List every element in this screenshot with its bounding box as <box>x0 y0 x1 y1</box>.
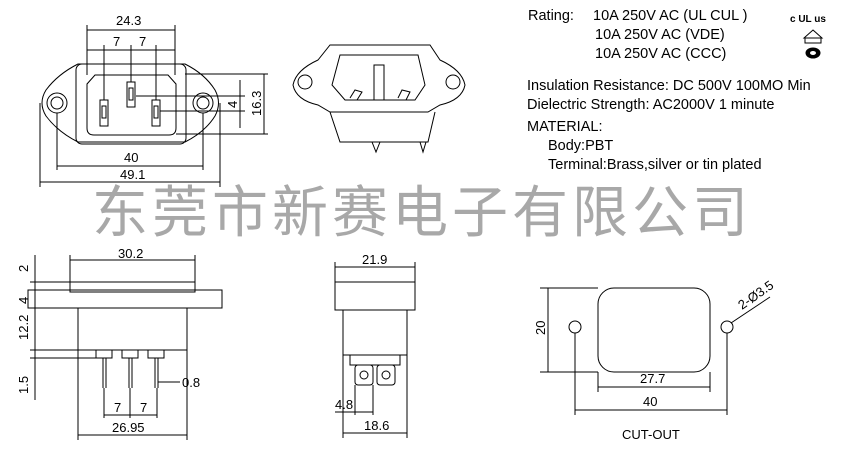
ccc-cert-icon <box>805 47 821 59</box>
dim-4-8: 4.8 <box>335 397 353 412</box>
dim-20: 20 <box>533 321 548 335</box>
dim-21-9: 21.9 <box>362 252 387 267</box>
dim-24-3: 24.3 <box>116 13 141 28</box>
material-terminal: Terminal:Brass,silver or tin plated <box>548 157 762 173</box>
vde-cert-icon <box>802 29 824 44</box>
dielectric-strength: Dielectric Strength: AC2000V 1 minute <box>527 97 775 113</box>
dim-26-95: 26.95 <box>112 420 145 435</box>
dim-40: 40 <box>124 150 138 165</box>
front-view <box>39 25 268 187</box>
rating-ccc: 10A 250V AC (CCC) <box>595 46 727 62</box>
cutout-view <box>540 287 771 415</box>
end-view <box>334 262 416 438</box>
side-view <box>27 255 223 440</box>
dim-2: 2 <box>16 265 31 272</box>
dim-40-cutout: 40 <box>643 394 657 409</box>
watermark: 东莞市新赛电子有限公司 <box>92 181 752 246</box>
dim-holes: 2-Ø3.5 <box>735 277 776 312</box>
dim-30-2: 30.2 <box>118 246 143 261</box>
rating-vde: 10A 250V AC (VDE) <box>595 27 725 43</box>
isometric-view <box>292 44 466 154</box>
rating-label: Rating: <box>528 8 574 24</box>
dim-12-2: 12.2 <box>16 315 31 340</box>
dim-16-3: 16.3 <box>249 91 264 116</box>
dim-7b: 7 <box>139 34 146 49</box>
dim-4: 4 <box>225 101 240 108</box>
material-label: MATERIAL: <box>527 119 603 135</box>
material-body: Body:PBT <box>548 138 614 154</box>
dim-27-7: 27.7 <box>640 371 665 386</box>
dim-7c: 7 <box>114 400 121 415</box>
dim-18-6: 18.6 <box>364 418 389 433</box>
dim-4-side: 4 <box>16 297 31 304</box>
cutout-label: CUT-OUT <box>622 427 680 442</box>
rating-ul: 10A 250V AC (UL CUL ) <box>593 8 748 24</box>
insulation-resistance: Insulation Resistance: DC 500V 100MO Min <box>527 78 811 94</box>
dim-0-8: 0.8 <box>182 375 200 390</box>
ul-cert-icon: c UL us <box>790 14 826 25</box>
dim-7d: 7 <box>140 400 147 415</box>
dim-1-5: 1.5 <box>16 376 31 394</box>
dim-49-1: 49.1 <box>120 167 145 182</box>
dim-7a: 7 <box>113 34 120 49</box>
